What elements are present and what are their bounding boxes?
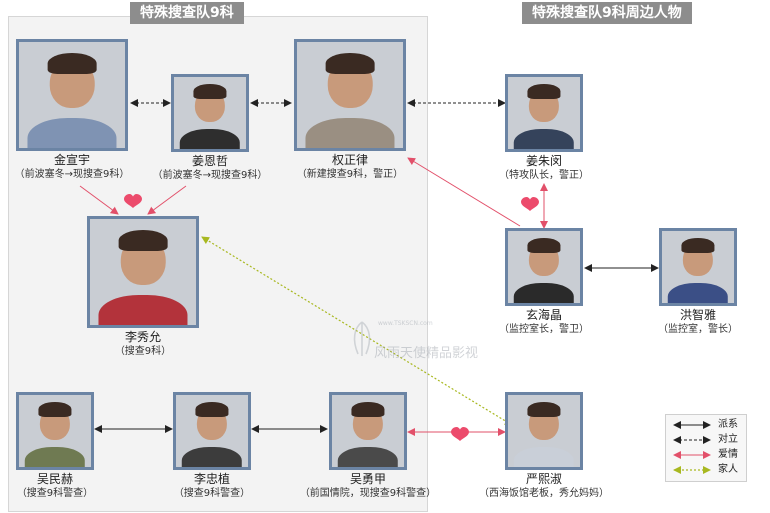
person-role: （西海饭馆老板，秀允妈妈）	[479, 488, 609, 499]
watermark: www.TSKSCN.com 风雨天使精品影视	[348, 318, 478, 362]
legend-item-love: 爱情	[670, 448, 744, 462]
legend-label: 派系	[718, 419, 738, 430]
rival-arrow-icon	[673, 436, 711, 444]
watermark-text: 风雨天使精品影视	[374, 346, 479, 361]
person-name: 金宣宇	[53, 153, 90, 167]
person-role: （搜查9科）	[114, 346, 172, 357]
person-role: （特攻队长，警正）	[499, 170, 589, 181]
avatar	[659, 228, 737, 306]
love-arrow-icon	[673, 451, 711, 459]
avatar	[505, 392, 583, 470]
person-name: 李忠植	[193, 472, 230, 486]
legend-label: 对立	[718, 434, 738, 445]
person-name: 严熙淑	[525, 472, 562, 486]
avatar	[171, 74, 249, 152]
family-arrow-icon	[673, 466, 711, 474]
avatar	[329, 392, 407, 470]
person-role: （前国情院，现搜查9科警查）	[299, 488, 437, 499]
avatar	[294, 39, 406, 151]
person-role: （监控室，警长）	[658, 324, 738, 335]
person-name: 姜恩哲	[191, 154, 228, 168]
avatar	[87, 216, 199, 328]
person-kim[interactable]: 金宣宇 （前波塞冬→现搜查9科）	[8, 39, 136, 181]
love-line-kim-leesoo	[79, 185, 119, 215]
love-line-hyun-kwon	[407, 157, 521, 227]
person-name: 权正律	[331, 153, 368, 167]
person-name: 李秀允	[124, 330, 161, 344]
person-oh-yong[interactable]: 吴勇甲 （前国情院，现搜查9科警查）	[296, 392, 440, 500]
avatar	[16, 39, 128, 151]
around-section-title: 特殊搜查队9科周边人物	[522, 2, 692, 24]
person-lee-chung[interactable]: 李忠植 （搜查9科警查）	[164, 392, 260, 500]
love-line-kang-leesoo	[147, 185, 187, 215]
legend-item-rival: 对立	[670, 433, 744, 447]
legend-label: 家人	[718, 464, 738, 475]
person-oh-min[interactable]: 吴民赫 （搜查9科警查）	[8, 392, 102, 500]
person-hyun[interactable]: 玄海晶 （监控室长，警卫）	[494, 228, 594, 336]
avatar	[173, 392, 251, 470]
legend-item-family: 家人	[670, 463, 744, 477]
person-yan[interactable]: 严熙淑 （西海饭馆老板，秀允妈妈）	[470, 392, 618, 500]
faction-arrow-icon	[673, 421, 711, 429]
person-role: （搜查9科警查）	[173, 488, 251, 499]
avatar	[505, 228, 583, 306]
avatar	[505, 74, 583, 152]
legend-item-faction: 派系	[670, 418, 744, 432]
person-role: （搜查9科警查）	[16, 488, 94, 499]
person-lee-soo[interactable]: 李秀允 （搜查9科）	[85, 216, 201, 358]
person-name: 洪智雅	[679, 308, 716, 322]
person-jiang[interactable]: 姜朱闵 （特攻队长，警正）	[494, 74, 594, 182]
family-line-leesoo-yan	[201, 236, 513, 426]
watermark-url: www.TSKSCN.com	[378, 320, 433, 327]
heart-icon	[521, 197, 539, 211]
person-name: 玄海晶	[525, 308, 562, 322]
person-role: （监控室长，警卫）	[499, 324, 589, 335]
person-kang[interactable]: 姜恩哲 （前波塞冬→现搜查9科）	[146, 74, 274, 182]
team-section-title: 特殊搜查队9科	[130, 2, 244, 24]
person-hong[interactable]: 洪智雅 （监控室，警长）	[648, 228, 748, 336]
legend-label: 爱情	[718, 449, 738, 460]
person-name: 姜朱闵	[525, 154, 562, 168]
person-role: （新建搜查9科，警正）	[296, 169, 404, 180]
heart-icon	[124, 194, 142, 208]
person-name: 吴民赫	[36, 472, 73, 486]
heart-icon	[451, 427, 469, 441]
legend: 派系 对立 爱情 家人	[665, 414, 747, 482]
person-role: （前波塞冬→现搜查9科）	[152, 170, 268, 181]
person-kwon[interactable]: 权正律 （新建搜查9科，警正）	[286, 39, 414, 181]
angel-logo-icon	[353, 321, 371, 356]
person-name: 吴勇甲	[349, 472, 386, 486]
avatar	[16, 392, 94, 470]
person-role: （前波塞冬→现搜查9科）	[14, 169, 130, 180]
